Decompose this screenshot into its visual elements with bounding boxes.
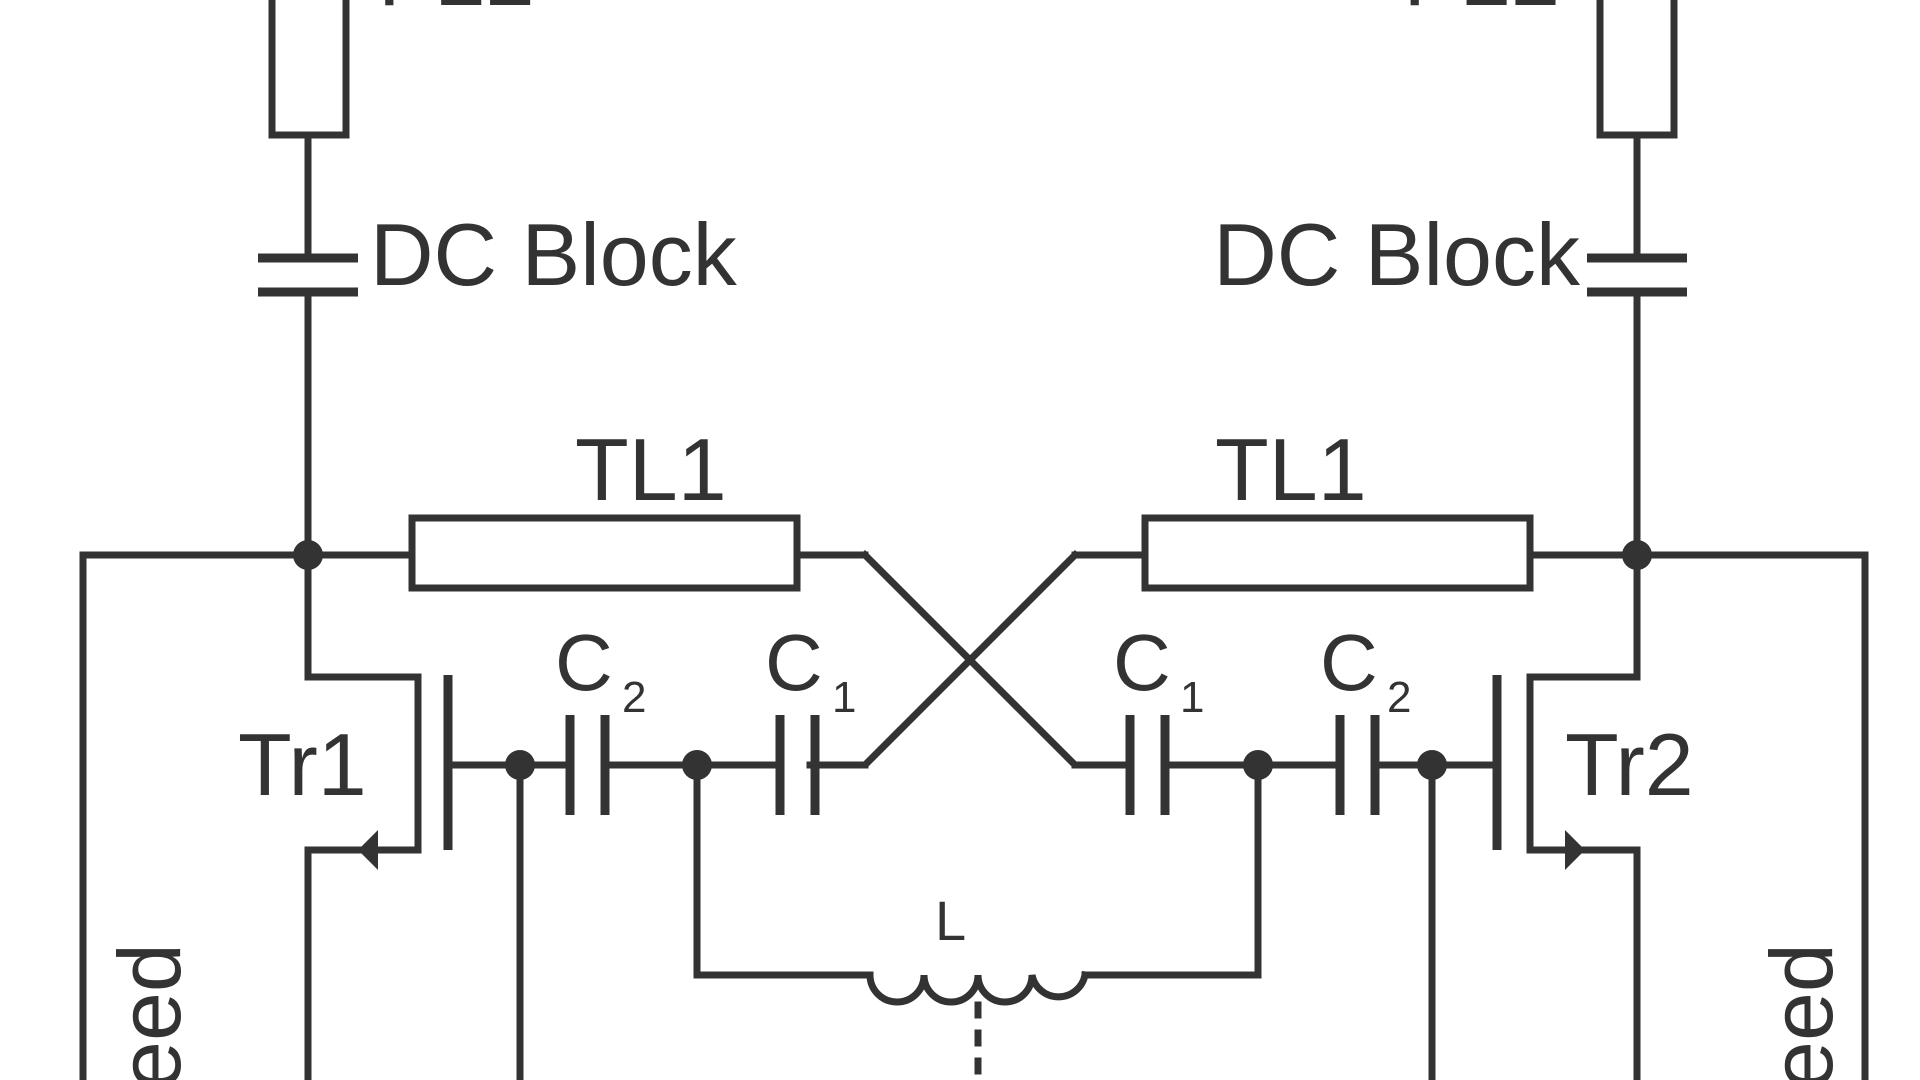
tr1-source-arrow bbox=[358, 830, 378, 870]
junction-dot bbox=[682, 750, 712, 780]
feed-right-label: eed bbox=[1752, 943, 1851, 1080]
tr2-label: Tr2 bbox=[1565, 715, 1694, 814]
c2-left-subscript: 2 bbox=[622, 673, 646, 722]
main-bus bbox=[79, 551, 1869, 1080]
right-resistor bbox=[1596, 0, 1678, 139]
inductor-coil bbox=[866, 970, 1090, 1006]
junction-dot bbox=[505, 750, 535, 780]
dc-block-right-label: DC Block bbox=[1213, 205, 1581, 304]
right-bias-branch bbox=[1587, 0, 1687, 559]
c2-right-subscript: 2 bbox=[1387, 673, 1411, 722]
c1-left-subscript: 1 bbox=[832, 673, 856, 722]
tr2-source-arrow bbox=[1565, 830, 1585, 870]
transistor-tr1 bbox=[304, 551, 453, 1080]
inductor-l bbox=[693, 761, 1262, 1080]
tr1-label: Tr1 bbox=[238, 715, 367, 814]
tl1-right-label: TL1 bbox=[1215, 420, 1367, 519]
feed-left-label: eed bbox=[100, 943, 199, 1080]
cross-coupling bbox=[806, 550, 1129, 769]
dc-block-left-label: DC Block bbox=[370, 205, 738, 304]
junction-dot bbox=[293, 540, 323, 570]
tl1-left-label: TL1 bbox=[575, 420, 727, 519]
junction-dot bbox=[1417, 750, 1447, 780]
c1-left-label: C bbox=[765, 618, 823, 707]
transistor-tr2 bbox=[1492, 551, 1641, 1080]
junction-dot bbox=[1243, 750, 1273, 780]
top-left-label: P22 bbox=[378, 0, 535, 24]
inductor-label: L bbox=[935, 889, 966, 952]
junction-dot bbox=[1622, 540, 1652, 570]
left-bias-branch bbox=[258, 0, 358, 559]
tl1-right bbox=[1141, 514, 1534, 592]
junction-dots bbox=[293, 540, 1652, 780]
gate-node-drops bbox=[516, 761, 1436, 1080]
c2-left-label: C bbox=[555, 618, 613, 707]
c1-right-subscript: 1 bbox=[1180, 673, 1204, 722]
tl1-left bbox=[408, 514, 801, 592]
c1-right-label: C bbox=[1113, 618, 1171, 707]
left-resistor bbox=[268, 0, 350, 139]
top-right-label: P22 bbox=[1403, 0, 1560, 24]
c2-right-label: C bbox=[1320, 618, 1378, 707]
right-capacitor-chain bbox=[1071, 715, 1501, 815]
